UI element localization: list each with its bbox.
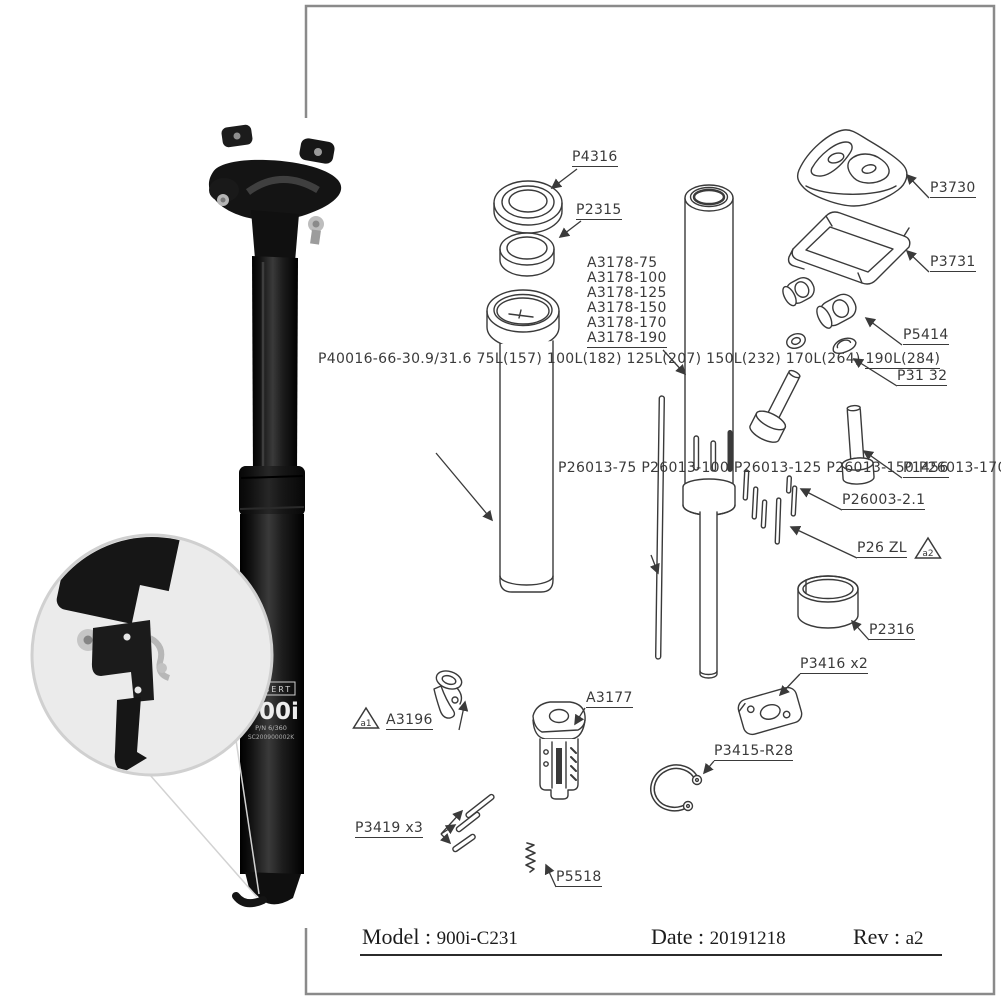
title-block-underline [360,954,942,956]
part-p26013-rod [654,395,665,660]
part-p2315-ring [499,232,555,277]
part-washer [786,332,806,350]
part-screw-left [749,369,801,443]
label-p26-zl: P26 ZL [857,540,907,558]
label-a3178-150: A3178-150 [587,300,667,316]
label-p5414: P5414 [903,327,949,345]
label-p40016-170l: 170L(264) [785,351,861,367]
label-p40016-190l: 190L(284) [865,351,941,369]
part-a3177-actuator [532,701,586,800]
part-barrel-nut-small [782,277,815,307]
svg-text:INSERT: INSERT [252,685,292,694]
seatpost-photo: INSERT 900i P/N 6/360 SC200900002K [0,118,346,928]
label-p40016-75l: 75L(157) [476,351,543,367]
revision-triangle-p26zl-icon: a2 [914,536,942,559]
label-p26013-150: P26013-150 [826,460,915,476]
part-p3730-clamp-top [796,129,908,207]
part-p2316-band [797,575,859,629]
label-p26013-100: P26013-100 [641,460,730,476]
date-value: 20191218 [709,928,786,949]
date-label: Date : [651,924,705,949]
label-a3196: A3196 [386,712,433,730]
label-p40016-list: P40016-66-30.9/31.6 75L(157) 100L(182) 1… [318,351,941,369]
label-p3415-r28: P3415-R28 [714,743,794,761]
part-pins-cluster [742,469,798,545]
label-p3730: P3730 [930,180,976,198]
label-p31-32: P31 32 [897,368,948,386]
label-a3178-170: A3178-170 [587,315,667,331]
revision-triangle-a3196-text: a1 [360,719,371,729]
label-p2316: P2316 [869,622,915,640]
part-p3415-snap-ring [650,764,703,812]
saddle-clamp-photo [208,124,342,262]
label-p4316: P4316 [572,149,618,167]
revision-triangle-p26zl-text: a2 [922,549,933,559]
title-block-date: Date : 20191218 [651,924,786,950]
label-p40016-150l: 150L(232) [706,351,782,367]
part-p3731-clamp-lower [787,211,911,285]
label-p2315: P2315 [576,202,622,220]
label-p40016-125l: 125L(207) [626,351,702,367]
label-a3178-75: A3178-75 [587,255,658,271]
label-p40016-title: P40016-66-30.9/31.6 [318,351,472,367]
label-a3178-list: A3178-75 A3178-100 A3178-125 A3178-150 A… [587,256,667,348]
part-p5518-spring [525,842,536,873]
part-p3419-pins [452,793,495,853]
part-a3178-inner-tube [682,184,736,679]
label-p3416-x2: P3416 x2 [800,656,869,674]
part-p3416-plate [737,686,803,736]
magnifier-inset [30,533,274,777]
label-a3178-125: A3178-125 [587,285,667,301]
label-p40016-100l: 100L(182) [546,351,622,367]
model-label: Model : [362,924,432,949]
label-a3178-100: A3178-100 [587,270,667,286]
part-a3196-lever [433,670,463,719]
svg-text:P/N 6/360: P/N 6/360 [255,724,287,732]
model-value: 900i-C231 [436,928,518,949]
label-a3177: A3177 [586,690,633,708]
label-p26013-125: P26013-125 [733,460,822,476]
label-p26013-list: P26013-75 P26013-100 P26013-125 P26013-1… [558,460,1001,476]
leader-lines [435,168,930,888]
label-p3419-x3: P3419 x3 [355,820,424,838]
part-p4316-seal-collar [493,180,563,234]
rev-label: Rev : [853,924,901,949]
part-p40016-outer-tube [486,289,560,593]
label-p5518: P5518 [556,869,602,887]
label-p26013-170: P26013-170 [918,460,1001,476]
label-p26013-75: P26013-75 [558,460,637,476]
label-p1456: P1456 [903,460,949,478]
part-p5414-barrel-nut [816,293,857,329]
part-p1456-screw [841,404,875,485]
part-p31-32-cup [832,337,857,355]
svg-text:SC200900002K: SC200900002K [248,734,295,741]
title-block-rev: Rev : a2 [853,924,924,950]
title-block-model: Model : 900i-C231 [362,924,518,950]
label-p26003-2-1: P26003-2.1 [842,492,926,510]
label-a3178-190: A3178-190 [587,330,667,348]
revision-triangle-a3196-icon: a1 [352,706,380,729]
rev-value: a2 [905,928,924,949]
label-p3731: P3731 [930,254,976,272]
